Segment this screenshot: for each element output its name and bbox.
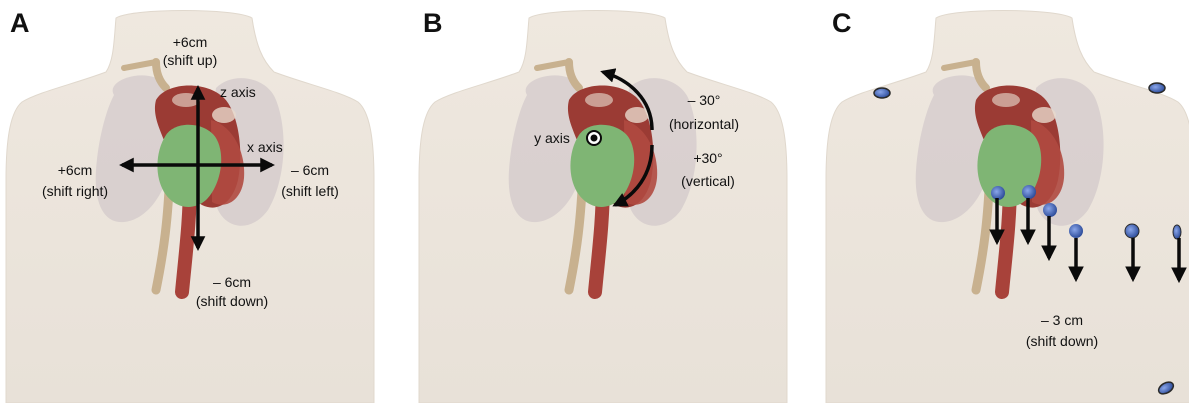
electrode-v4 bbox=[1069, 224, 1083, 238]
vertical-rotation-value: +30° bbox=[693, 150, 722, 166]
electrode-v5 bbox=[1125, 224, 1139, 238]
y-axis-label: y axis bbox=[534, 130, 570, 146]
electrode-right-arm bbox=[874, 88, 890, 98]
electrode-v3 bbox=[1043, 203, 1057, 217]
shift-right-value: +6cm bbox=[58, 162, 93, 178]
electrode-left-arm bbox=[1149, 83, 1165, 93]
shift-down-note-c: (shift down) bbox=[1026, 333, 1098, 349]
shift-down-value: – 6cm bbox=[213, 274, 251, 290]
shift-up-note: (shift up) bbox=[163, 52, 217, 68]
electrode-v1 bbox=[991, 186, 1005, 200]
panel-c: C – 3 cm (shift down) bbox=[826, 8, 1189, 403]
shift-up-value: +6cm bbox=[173, 34, 208, 50]
horizontal-rotation-value: – 30° bbox=[688, 92, 721, 108]
torso-a bbox=[6, 11, 374, 403]
shift-down-note: (shift down) bbox=[196, 293, 268, 309]
panel-a-letter: A bbox=[10, 8, 30, 38]
shift-down-value-c: – 3 cm bbox=[1041, 312, 1083, 328]
vertical-rotation-note: (vertical) bbox=[681, 173, 735, 189]
x-axis-label: x axis bbox=[247, 139, 283, 155]
electrode-v2 bbox=[1022, 185, 1036, 199]
z-axis-label: z axis bbox=[220, 84, 256, 100]
panel-a: A +6cm (shift up) z axis x axis +6cm (sh… bbox=[6, 8, 374, 403]
torso-b bbox=[419, 11, 787, 403]
panel-b-letter: B bbox=[423, 8, 443, 38]
shift-right-note: (shift right) bbox=[42, 183, 108, 199]
panel-b: B y axis – 30° (horizontal) +30° (vertic… bbox=[419, 8, 787, 403]
shift-left-note: (shift left) bbox=[281, 183, 339, 199]
y-axis-marker-dot bbox=[591, 135, 598, 142]
torso-c bbox=[826, 11, 1189, 403]
horizontal-rotation-note: (horizontal) bbox=[669, 116, 739, 132]
panel-c-letter: C bbox=[832, 8, 852, 38]
electrode-v6 bbox=[1173, 225, 1181, 239]
shift-left-value: – 6cm bbox=[291, 162, 329, 178]
